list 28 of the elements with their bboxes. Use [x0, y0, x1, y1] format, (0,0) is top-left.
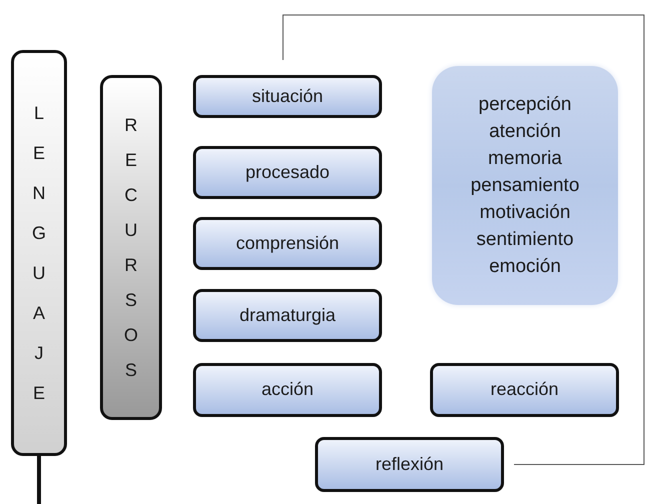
process-box: [193, 289, 382, 342]
vertical-label: RECURSOS: [122, 114, 139, 382]
process-box: [193, 363, 382, 417]
vertical-label-box: [100, 75, 162, 420]
box-label: reflexión: [375, 454, 444, 476]
process-box: [193, 217, 382, 270]
box-label: dramaturgia: [239, 304, 336, 326]
connector-line: [282, 14, 644, 465]
list-item-text: pensamiento: [470, 174, 580, 198]
process-box: [193, 146, 382, 199]
list-item-text: memoria: [488, 147, 562, 171]
list-item-text: percepción: [478, 93, 572, 117]
process-box: [430, 363, 619, 417]
box-label: procesado: [245, 162, 330, 184]
vertical-label: LENGUAJE: [30, 102, 47, 405]
list-item-text: motivación: [480, 201, 570, 225]
box-label: acción: [261, 379, 314, 401]
connector-line: [37, 456, 41, 504]
vertical-label-box: [11, 50, 67, 456]
box-label: situación: [252, 86, 324, 108]
process-box: [315, 437, 504, 492]
list-item-text: emoción: [489, 255, 561, 279]
process-box: [193, 75, 382, 118]
list-item-text: atención: [489, 120, 561, 144]
box-label: comprensión: [236, 232, 340, 254]
box-label: reacción: [490, 379, 559, 401]
rounded-panel: [432, 66, 618, 305]
list-item-text: sentimiento: [476, 228, 574, 252]
